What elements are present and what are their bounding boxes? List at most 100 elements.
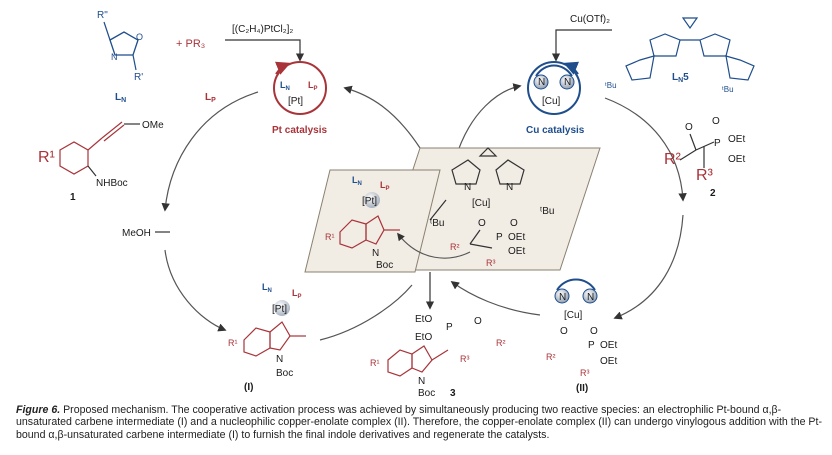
arc-pt-to-meoh — [161, 91, 259, 212]
svg-text:N: N — [564, 77, 571, 88]
svg-text:Boc: Boc — [418, 388, 435, 399]
figure-caption: Figure 6. Proposed mechanism. The cooper… — [16, 404, 824, 441]
c1-r1: R¹ — [38, 149, 55, 166]
int1-label: (I) — [244, 382, 253, 393]
svg-text:N: N — [587, 292, 594, 303]
svg-text:LN: LN — [262, 282, 272, 294]
svg-text:N: N — [559, 292, 566, 303]
pt-reagent: [(C₂H₄)PtCl₂]₂ — [232, 24, 293, 35]
arc-center-to-pt — [343, 85, 421, 149]
pt-metal: [Pt] — [288, 96, 303, 107]
c2-number: 2 — [710, 188, 716, 199]
caption-text: Proposed mechanism. The cooperative acti… — [16, 404, 822, 441]
svg-text:[Cu]: [Cu] — [564, 310, 583, 321]
cu-metal: [Cu] — [542, 96, 561, 107]
svg-text:O: O — [712, 116, 720, 127]
oxazoline-r1: R' — [134, 72, 143, 83]
svg-text:O: O — [685, 122, 693, 133]
svg-text:R³: R³ — [486, 258, 496, 268]
svg-text:OEt: OEt — [600, 340, 617, 351]
svg-text:R³: R³ — [460, 354, 470, 364]
c2-oet2: OEt — [728, 154, 745, 165]
svg-text:R³: R³ — [580, 368, 590, 378]
int2-label: (II) — [576, 383, 588, 394]
arc-int1-to-center — [319, 284, 413, 341]
svg-text:LN: LN — [280, 80, 290, 92]
svg-text:Boc: Boc — [376, 260, 393, 271]
svg-text:ᵗBu: ᵗBu — [430, 218, 444, 229]
svg-text:N: N — [506, 182, 513, 193]
arc-cu-to-c2 — [604, 97, 687, 202]
svg-text:ᵗBu: ᵗBu — [540, 206, 554, 217]
central-panels — [304, 147, 601, 273]
svg-text:OEt: OEt — [508, 246, 525, 257]
oxazoline-r2: R" — [97, 10, 108, 21]
svg-text:[Cu]: [Cu] — [472, 198, 491, 209]
cu-reagent: Cu(OTf)₂ — [570, 14, 610, 25]
svg-text:R¹: R¹ — [228, 338, 238, 348]
p3-eto2: EtO — [415, 332, 432, 343]
svg-text:OEt: OEt — [600, 356, 617, 367]
compound-1: OMe NHBoc R¹ 1 — [38, 120, 164, 203]
svg-text:R²: R² — [546, 352, 556, 362]
meoh-label: MeOH — [122, 228, 151, 239]
svg-text:[Pt]: [Pt] — [272, 304, 287, 315]
caption-label: Figure 6. — [16, 404, 61, 416]
arc-center-to-cu — [454, 83, 522, 161]
ln-label: LN — [115, 92, 126, 104]
svg-text:Boc: Boc — [276, 368, 293, 379]
product-3: EtO EtO P O R² R³ R¹ N Boc 3 — [370, 314, 506, 399]
tbu-left: ᵗBu — [605, 81, 617, 90]
p3-eto1: EtO — [415, 314, 432, 325]
svg-text:O: O — [560, 326, 568, 337]
pt-catalysis-title: Pt catalysis — [272, 125, 327, 136]
svg-text:N: N — [464, 182, 471, 193]
svg-text:OEt: OEt — [508, 232, 525, 243]
c2-oet1: OEt — [728, 134, 745, 145]
arc-c2-to-int2 — [613, 214, 684, 320]
cu-enolate-in-panel: N N [Cu] ᵗBu ᵗBu O O R² P OEt OEt R³ — [429, 147, 554, 268]
cu-reagent-arrow — [551, 29, 612, 62]
pr3-reagent: + PR₃ — [176, 38, 205, 50]
oxazoline-ligand: R" O N R' — [97, 10, 143, 83]
c1-number: 1 — [70, 192, 76, 203]
svg-text:O: O — [478, 218, 486, 229]
c1-ome: OMe — [142, 120, 164, 131]
svg-text:P: P — [446, 322, 453, 333]
svg-text:P: P — [588, 340, 595, 351]
mechanism-scheme: R" O N R' + PR₃ LN LP [(C₂H₄)PtCl₂]₂ LN … — [38, 10, 755, 399]
svg-text:N: N — [372, 248, 379, 259]
svg-text:O: O — [510, 218, 518, 229]
svg-text:N: N — [418, 376, 425, 387]
svg-text:R¹: R¹ — [325, 232, 335, 242]
svg-text:[Pt]: [Pt] — [362, 196, 377, 207]
cu-catalysis-title: Cu catalysis — [526, 125, 585, 136]
svg-text:R¹: R¹ — [370, 358, 380, 368]
svg-text:P: P — [496, 232, 503, 243]
svg-text:LP: LP — [380, 180, 390, 192]
p3-number: 3 — [450, 388, 456, 399]
pt-cycle-arcs — [161, 85, 421, 341]
svg-text:O: O — [590, 326, 598, 337]
svg-text:N: N — [276, 354, 283, 365]
svg-text:N: N — [538, 77, 545, 88]
c2-r2: R² — [664, 151, 682, 168]
cu-cycle-arcs — [450, 83, 687, 320]
lp-label: LP — [205, 92, 216, 104]
c1-nhboc: NHBoc — [96, 178, 128, 189]
tbu-right: ᵗBu — [722, 85, 734, 94]
oxazoline-n: N — [111, 52, 118, 62]
svg-text:R²: R² — [450, 242, 460, 252]
svg-text:LN: LN — [352, 175, 362, 187]
svg-text:P: P — [714, 138, 721, 149]
intermediate-II: N N [Cu] O O R² P OEt OEt R³ (II) — [546, 278, 617, 394]
arc-int2-to-center — [450, 281, 541, 316]
compound-2: O O R² P OEt OEt R³ 2 — [664, 116, 745, 199]
arc-meoh-to-int1 — [164, 249, 227, 332]
pt-catalysis-node: LN LP [Pt] Pt catalysis — [272, 61, 327, 136]
oxazoline-o: O — [136, 32, 143, 42]
c2-r3: R³ — [696, 167, 714, 184]
svg-text:LP: LP — [308, 80, 318, 92]
ln5-label: LN5 — [672, 72, 689, 84]
pt-reagent-arrow — [225, 39, 305, 62]
